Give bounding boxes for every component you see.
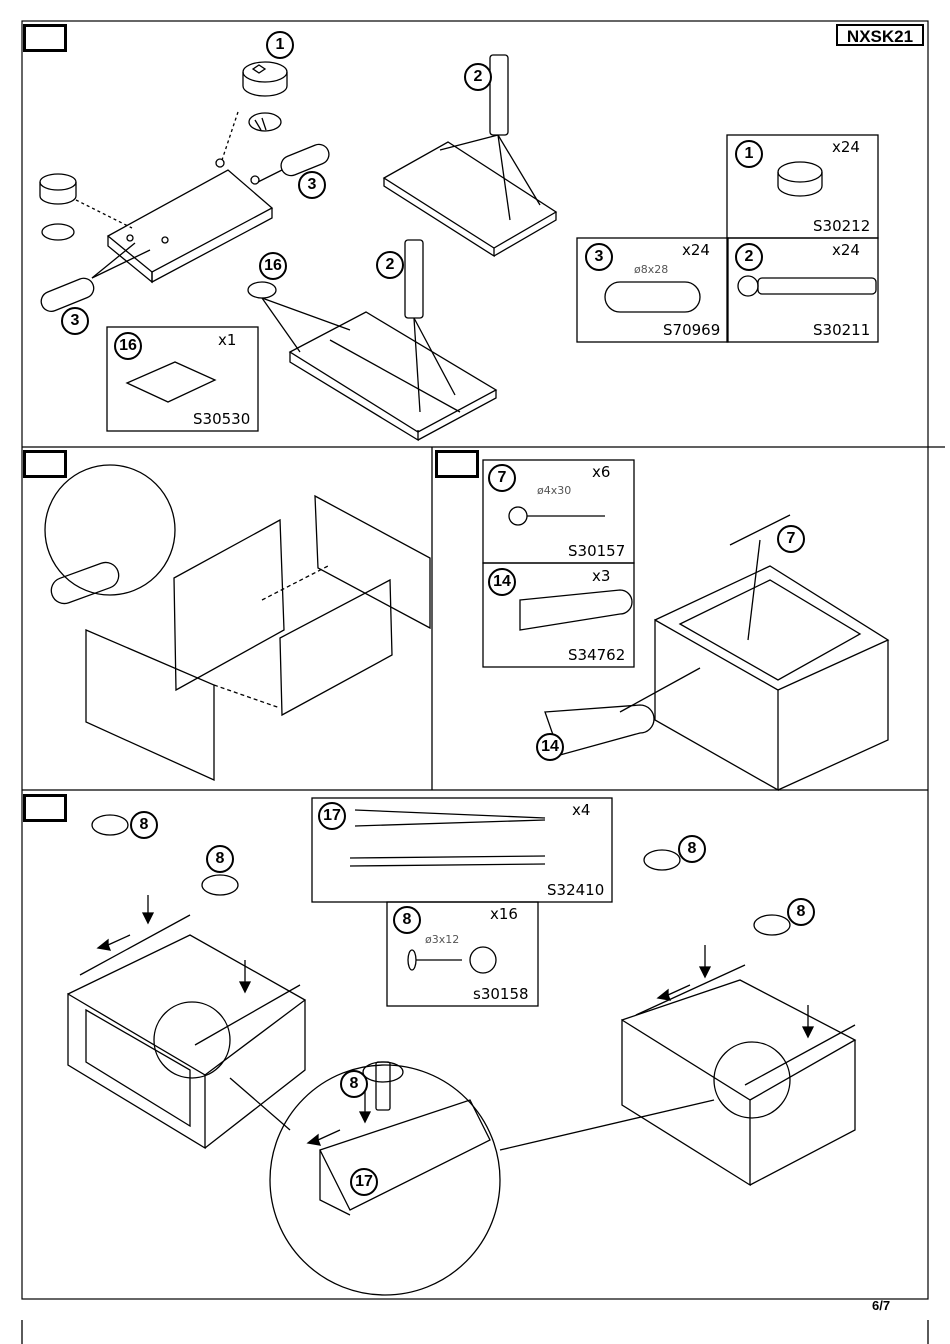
callout-2: 2: [464, 63, 492, 91]
callout-17: 17: [350, 1168, 378, 1196]
callout-8: 8: [130, 811, 158, 839]
callout-8: 8: [206, 845, 234, 873]
part-code-7: S30157: [568, 542, 625, 560]
callout-7: 7: [777, 525, 805, 553]
part-number-17: 17: [318, 802, 346, 830]
callout-16: 16: [259, 252, 287, 280]
panel-small: [108, 112, 272, 282]
dowel-part-drawing: [605, 282, 700, 312]
step-box-4: [23, 794, 67, 822]
part-qty-8: x16: [490, 905, 518, 923]
callout-8: 8: [787, 898, 815, 926]
callout-3: 3: [61, 307, 89, 335]
detail-zoom: [230, 1062, 714, 1295]
drawer-assembly-drawing: [45, 465, 430, 780]
cam-lock-part-drawing: [778, 162, 822, 196]
part-code-14: S34762: [568, 646, 625, 664]
part-code-3: S70969: [663, 321, 720, 339]
part-number-14: 14: [488, 568, 516, 596]
rail-part-drawing: [350, 810, 545, 866]
callout-14: 14: [536, 733, 564, 761]
part-dim-7: ø4x30: [537, 484, 571, 497]
cam-lock-drawing: [243, 62, 287, 131]
part-qty-1: x24: [832, 138, 860, 156]
part-number-16: 16: [114, 332, 142, 360]
step-box-2: [23, 450, 67, 478]
part-code-16: S30530: [193, 410, 250, 428]
drawer-right-drawing: [622, 850, 855, 1185]
callout-8: 8: [340, 1070, 368, 1098]
callout-2: 2: [376, 251, 404, 279]
callout-3: 3: [298, 171, 326, 199]
part-code-2: S30211: [813, 321, 870, 339]
handle-part-drawing: [520, 590, 632, 630]
page-number: 6/7: [872, 1298, 890, 1313]
part-qty-16: x1: [218, 331, 236, 349]
felt-pads-drawing: [127, 362, 215, 402]
screw-part-drawing: [509, 507, 605, 525]
page-frame: [22, 21, 928, 1299]
part-number-7: 7: [488, 464, 516, 492]
part-qty-14: x3: [592, 567, 610, 585]
model-code: NXSK21: [836, 24, 924, 46]
part-number-3: 3: [585, 243, 613, 271]
dowel-drawing: [38, 141, 332, 314]
part-dim-3: ø8x28: [634, 263, 668, 276]
screw-small-part-drawing: [408, 947, 496, 973]
step-box-3: [435, 450, 479, 478]
callout-1: 1: [266, 31, 294, 59]
part-qty-3: x24: [682, 241, 710, 259]
part-qty-7: x6: [592, 463, 610, 481]
callout-8: 8: [678, 835, 706, 863]
part-code-1: S30212: [813, 217, 870, 235]
step-box-1: [23, 24, 67, 52]
part-code-8: s30158: [473, 985, 529, 1003]
part-qty-2: x24: [832, 241, 860, 259]
part-number-8: 8: [393, 906, 421, 934]
drawer-left-drawing: [68, 815, 305, 1148]
part-dim-8: ø3x12: [425, 933, 459, 946]
part-qty-17: x4: [572, 801, 590, 819]
bolt-part-drawing: [738, 276, 876, 296]
part-number-1: 1: [735, 140, 763, 168]
part-number-2: 2: [735, 243, 763, 271]
part-code-17: S32410: [547, 881, 604, 899]
